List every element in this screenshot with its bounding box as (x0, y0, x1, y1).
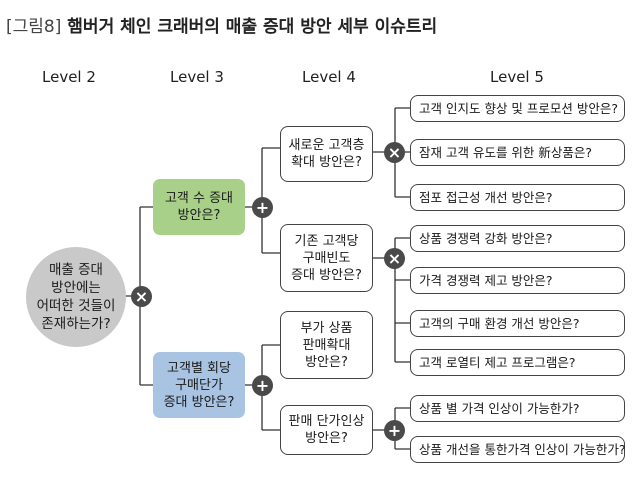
figure-title-text: 햄버거 체인 크래버의 매출 증대 방안 세부 이슈트리 (67, 17, 438, 37)
level4-purchase-frequency-multiply-operator: × (384, 248, 405, 269)
level3-customer-count-node: 고객 수 증대 방안은? (153, 179, 245, 235)
level3-customer-count-plus-operator: + (252, 197, 273, 218)
level5-item: 고객의 구매 환경 개선 방안은? (410, 310, 625, 337)
root-multiply-operator: × (131, 286, 152, 307)
level5-item: 고객 로열티 제고 프로그램은? (410, 349, 625, 376)
level5-item: 점포 접근성 개선 방안은? (410, 184, 625, 211)
level4-new-segment-node: 새로운 고객층 확대 방안은? (280, 126, 373, 182)
level5-item: 고객 인지도 향상 및 프로모션 방안은? (410, 95, 625, 122)
root-node: 매출 증대 방안에는 어떠한 것들이 존재하는가? (26, 247, 126, 347)
level-3-header: Level 3 (170, 68, 224, 86)
figure-tag: [그림8] (6, 17, 62, 37)
level-5-header: Level 5 (490, 68, 544, 86)
level5-item: 잠재 고객 유도를 위한 新상품은? (410, 139, 625, 166)
level4-add-on-sales-node: 부가 상품 판매확대 방안은? (280, 311, 373, 379)
level-4-header: Level 4 (302, 68, 356, 86)
level4-new-segment-multiply-operator: × (384, 142, 405, 163)
level5-item: 상품 경쟁력 강화 방안은? (410, 225, 625, 252)
figure-title: [그림8] 햄버거 체인 크래버의 매출 증대 방안 세부 이슈트리 (6, 12, 437, 37)
level5-item: 상품 별 가격 인상이 가능한가? (410, 395, 625, 422)
level4-purchase-frequency-node: 기존 고객당 구매빈도 증대 방안은? (280, 224, 373, 292)
level3-unit-price-node: 고객별 회당 구매단가 증대 방안은? (153, 352, 245, 418)
level5-item: 가격 경쟁력 제고 방안은? (410, 267, 625, 294)
level-2-header: Level 2 (42, 68, 96, 86)
level5-item: 상품 개선을 통한가격 인상이 가능한가? (410, 436, 626, 463)
level4-price-increase-plus-operator: + (384, 420, 405, 441)
level3-unit-price-plus-operator: + (252, 375, 273, 396)
level4-price-increase-node: 판매 단가인상 방안은? (280, 405, 373, 455)
